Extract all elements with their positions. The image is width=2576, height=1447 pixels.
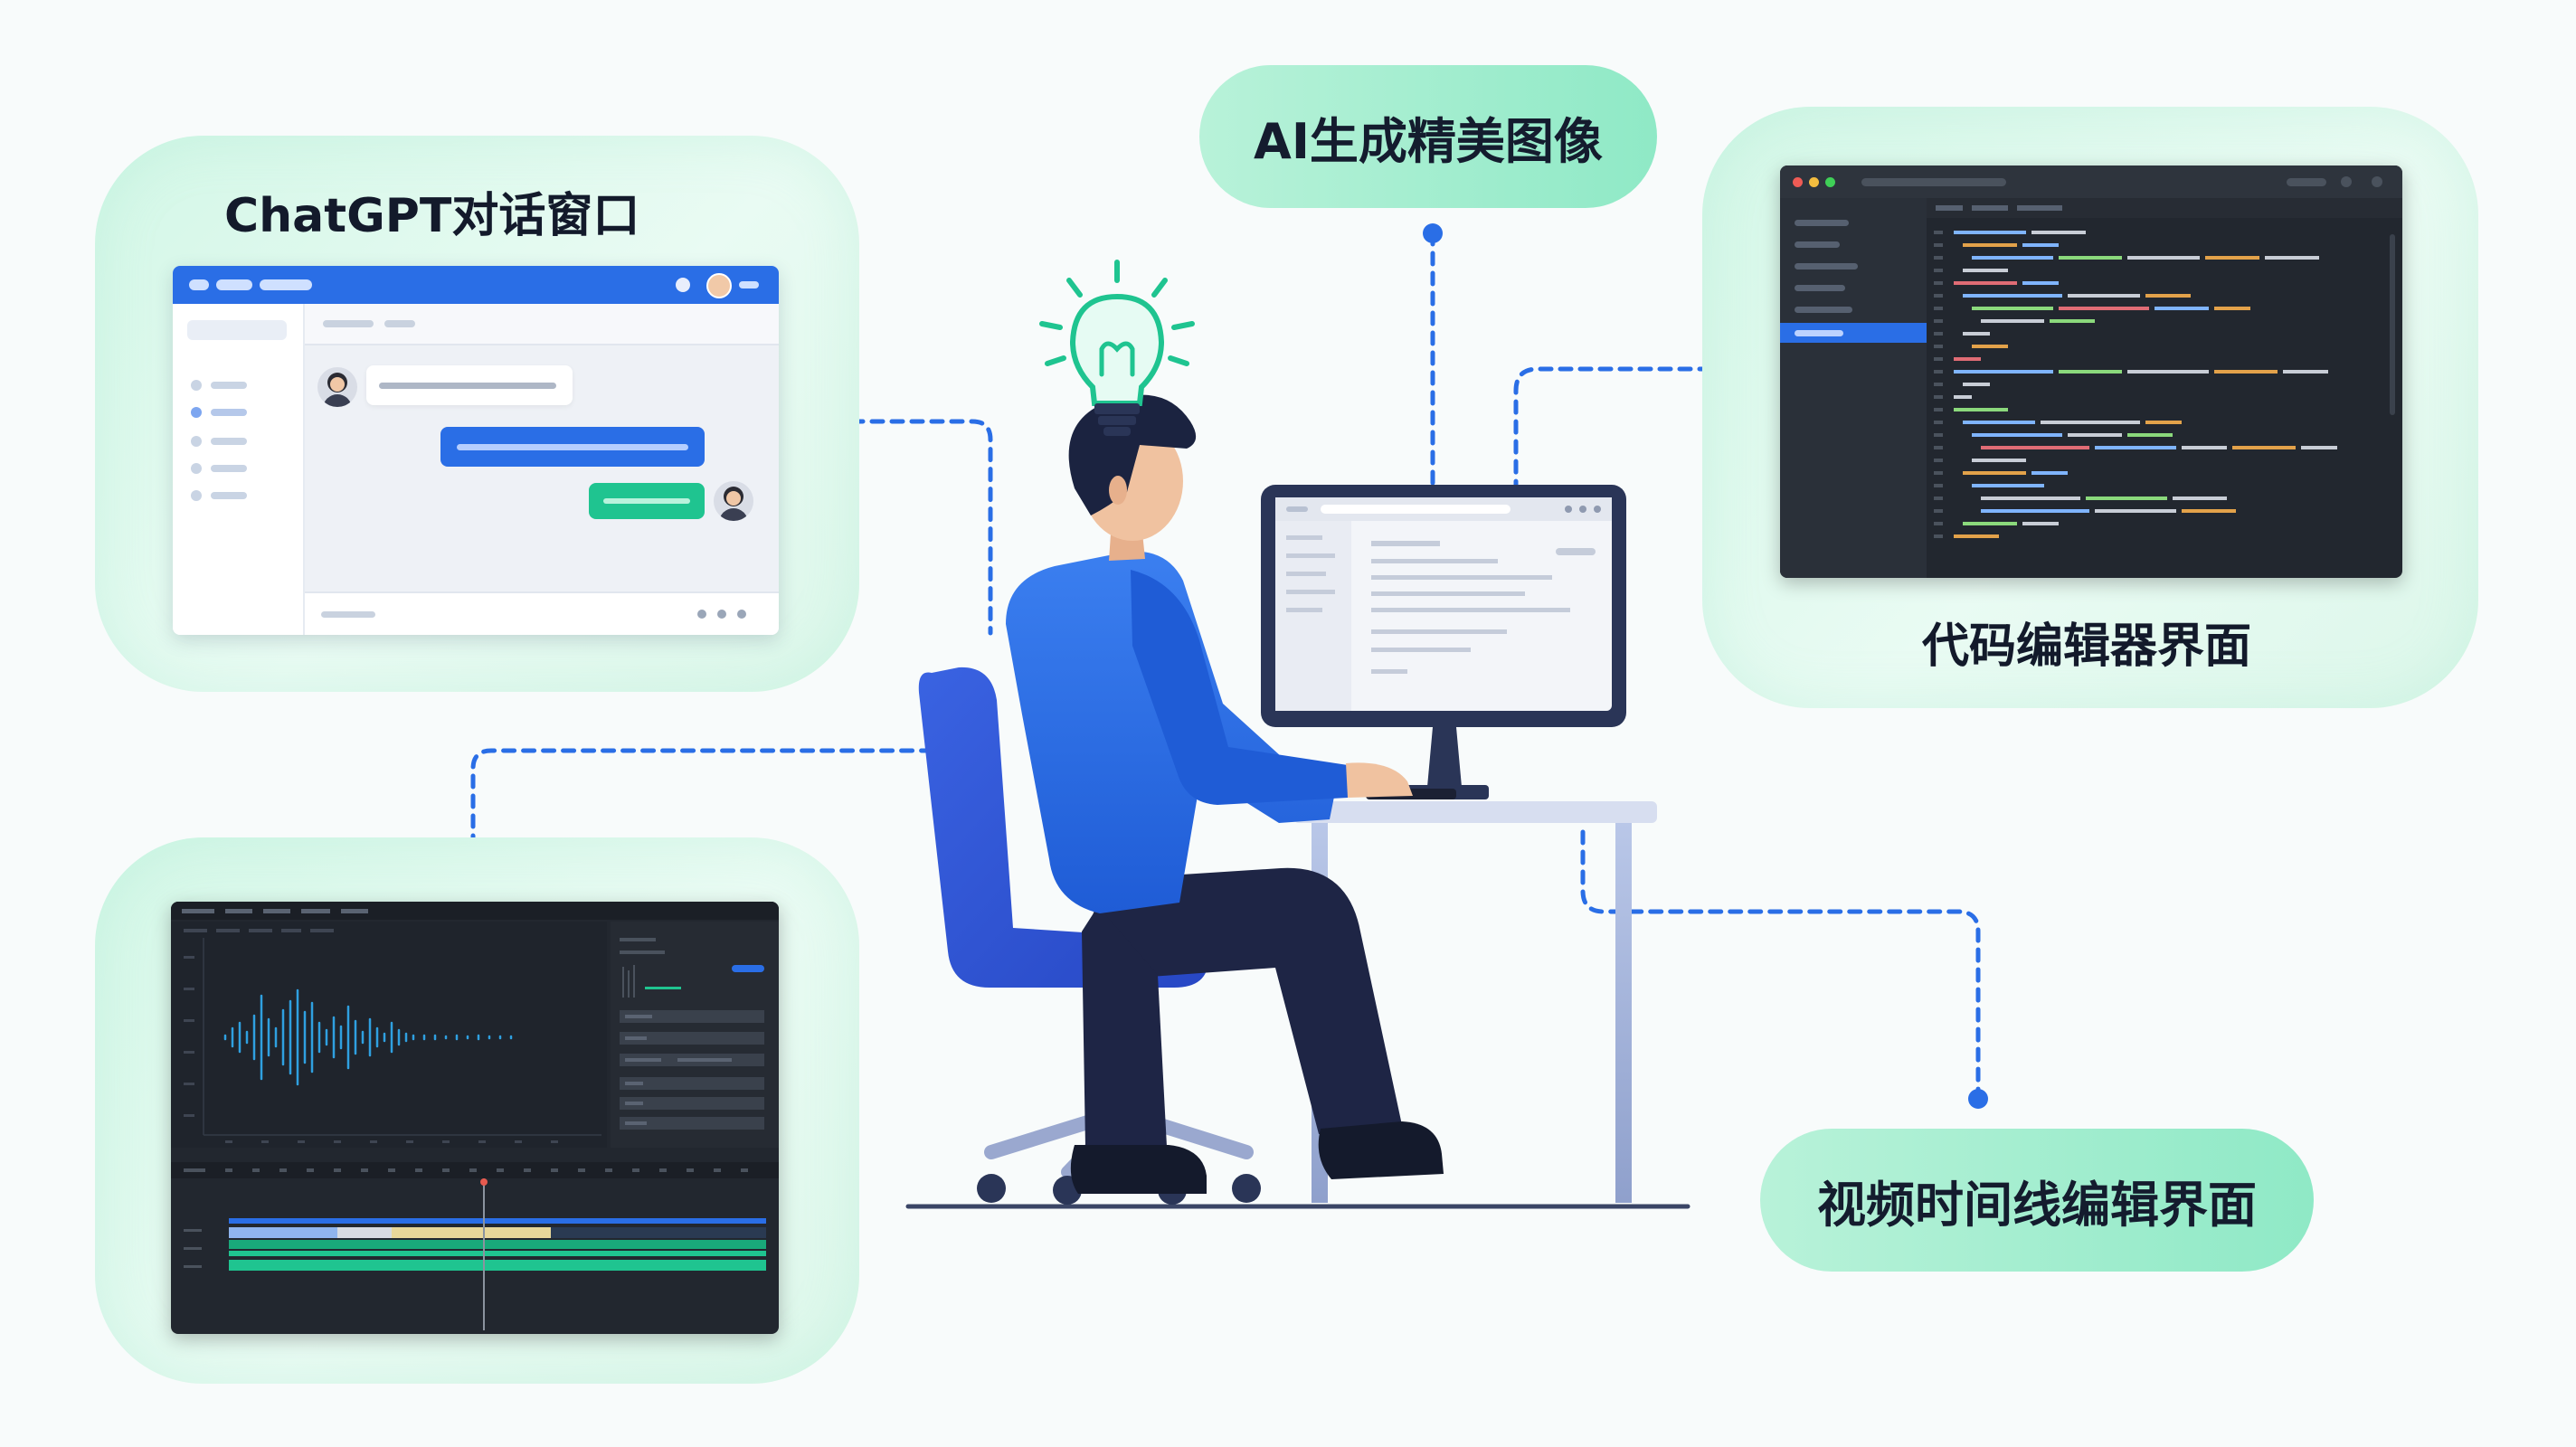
- chat-input-bar[interactable]: [305, 591, 779, 635]
- code-file-sidebar: [1780, 198, 1927, 578]
- video-timeline-label: 视频时间线编辑界面: [1760, 1129, 2314, 1272]
- chatgpt-panel-title: ChatGPT对话窗口: [224, 189, 640, 243]
- active-file-item[interactable]: [1780, 323, 1927, 343]
- avatar-icon: [317, 367, 357, 407]
- header-status-icon[interactable]: [676, 278, 690, 292]
- lightbulb-icon: [1039, 260, 1195, 436]
- avatar-icon[interactable]: [706, 273, 732, 298]
- chatgpt-window: [173, 266, 779, 635]
- code-editor-panel-title: 代码编辑器界面: [1922, 619, 2252, 674]
- reply-message-bubble: [589, 483, 705, 519]
- chat-sidebar: [173, 304, 305, 635]
- chat-header-bar: [173, 266, 779, 304]
- ai-image-label: AI生成精美图像: [1199, 65, 1657, 208]
- chat-main: [305, 304, 779, 635]
- outgoing-message-bubble: [440, 427, 705, 467]
- incoming-message-bubble: [366, 365, 573, 405]
- video-editor-window: [171, 902, 779, 1334]
- person-at-computer-illustration: [905, 394, 1690, 1209]
- code-lines: [1927, 198, 2402, 538]
- avatar-icon: [714, 481, 753, 521]
- code-editor-window: [1780, 166, 2402, 578]
